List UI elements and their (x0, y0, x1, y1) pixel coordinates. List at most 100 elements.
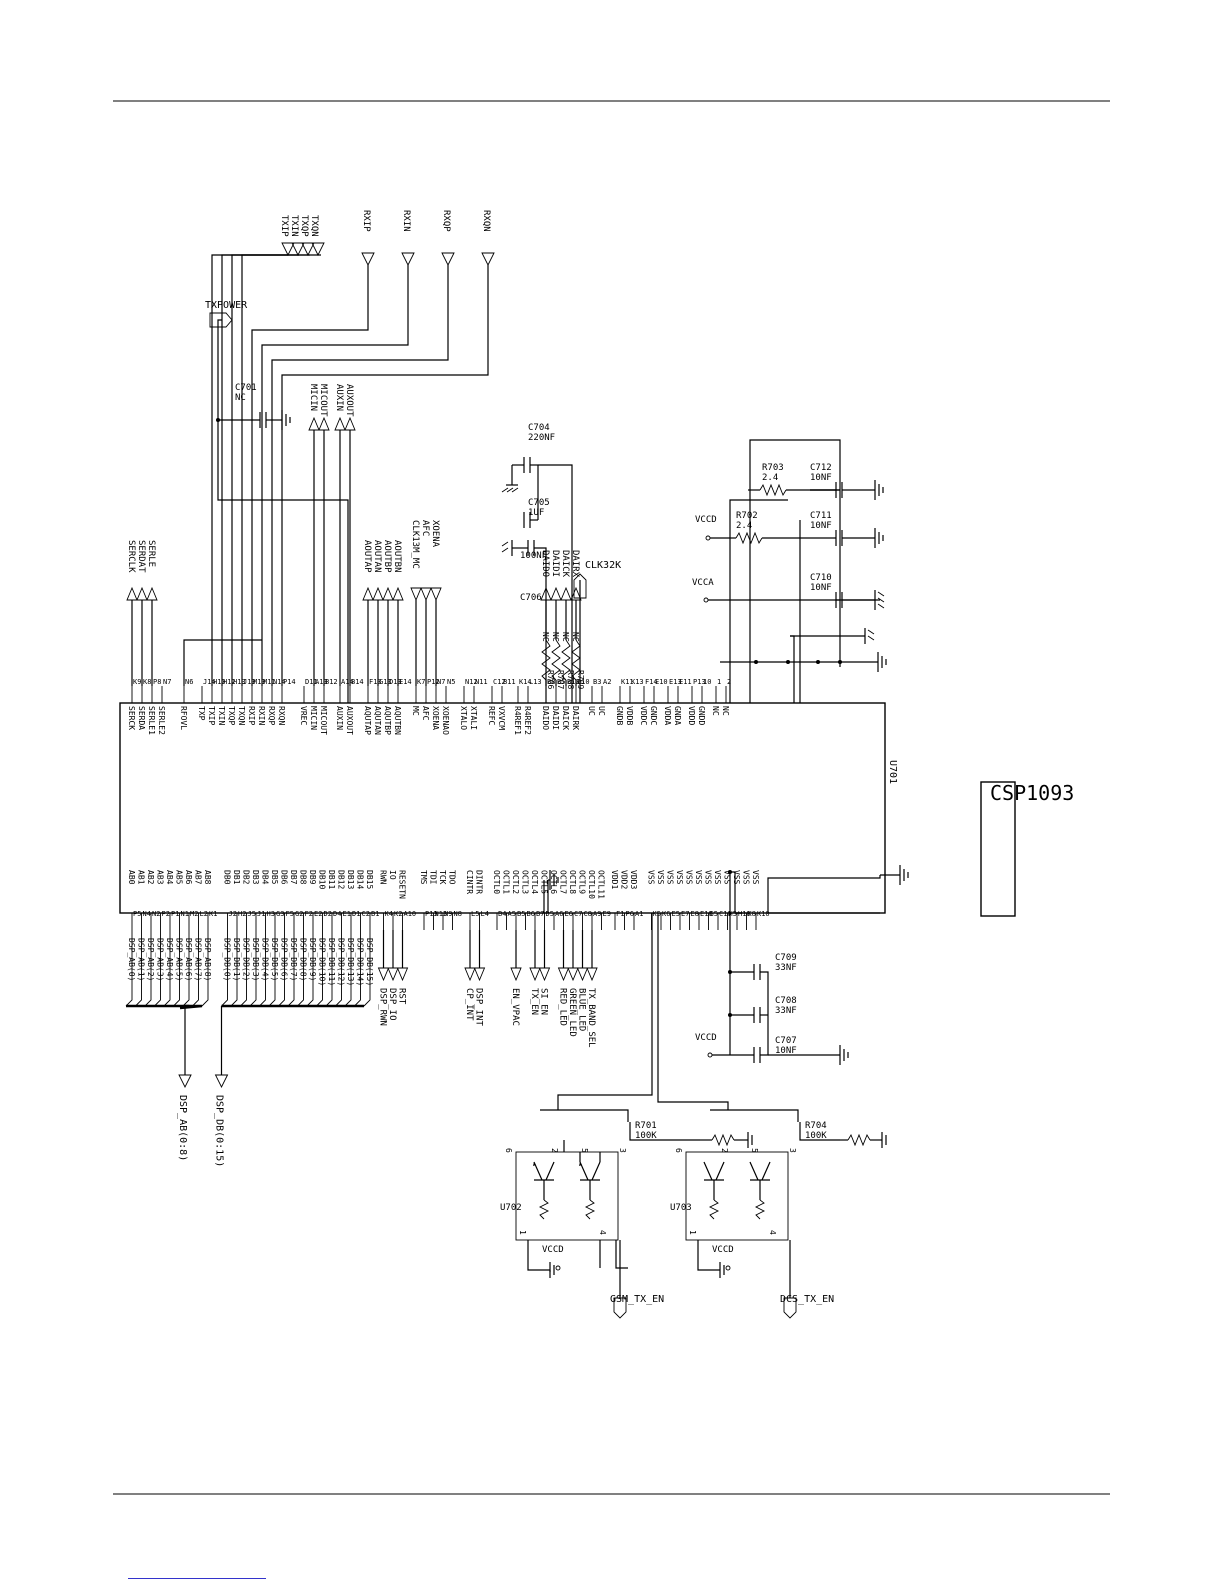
c708-value: 33NF (775, 1006, 797, 1016)
pin-name-r-io-26: IO (388, 870, 397, 880)
offpage-rxip (361, 252, 375, 267)
bus-line-label-dsp-db-11: DSP_DB(11) (327, 938, 336, 986)
power-decoupling-network: R703 2.4 R702 2.4 VCCD VCCA C712 10NF (692, 439, 887, 703)
jtag-ground (540, 870, 559, 914)
txpower-net (216, 319, 349, 703)
pin-name-serle1-2: SERLE1 (147, 706, 156, 735)
net-label-auxin: AUXIN (334, 384, 344, 411)
offpage-aoutbp (382, 586, 394, 601)
vxvcm-decoupling: C704 220NF C705 1UF (501, 423, 573, 703)
offpage-daick (560, 586, 572, 601)
pin-number-l13-32: L13 (529, 678, 542, 686)
bus-line-label-dsp-db-4: DSP_DB(4) (261, 938, 270, 981)
bus-line-label-dsp-db-0: DSP_DB(0) (223, 938, 232, 981)
r704-value: 100K (805, 1131, 827, 1141)
pin-name-r-octl8-42: OCTL8 (568, 870, 577, 894)
c706-ref: C706 (520, 593, 542, 603)
offpage-rst (396, 967, 409, 982)
pin-number-h12-7: H12 (223, 678, 236, 686)
pin-name-txqp-8: TXQP (227, 706, 236, 725)
wire-txin (221, 254, 299, 686)
offpage-auxin (334, 416, 346, 431)
pin-number-r-j5-11: J5 (248, 910, 256, 918)
u703-pin2: 2 (720, 1148, 729, 1153)
net-label-rxqp: RXQP (441, 210, 451, 232)
pin-number-b14-18: B14 (351, 678, 364, 686)
net-label-xoena: XOENA (430, 520, 440, 548)
offpage-rxqp (441, 252, 455, 267)
pin-name-rxqn-13: RXQN (277, 706, 286, 725)
offpage-serle (146, 586, 158, 601)
pin-number-f13-19: F13 (369, 678, 382, 686)
net-label-en-vpac: EN_VPAC (510, 988, 520, 1026)
vdd-decoupling: VCCD C709 33NF C708 33NF C707 10NF (695, 870, 849, 1065)
wire-dsp-ab-4 (163, 930, 171, 1007)
u702-transistor-pair: R701 100K U702 6 2 5 3 1 4 (500, 913, 753, 1319)
pin-name-txqn-9: TXQN (237, 706, 246, 725)
pin-number-c12-29: C12 (493, 678, 506, 686)
net-label-daido: DAIDO (540, 550, 550, 577)
net-label-aoutbp: AOUTBP (382, 540, 392, 573)
wire-dsp-ab-6 (182, 930, 190, 1007)
wire-dsp-ab-1 (135, 930, 142, 1007)
net-label-vccd-u703: VCCD (712, 1245, 734, 1255)
pin-name-r-ab6-6: AB6 (184, 870, 193, 885)
pin-number-k11-39: K11 (621, 678, 634, 686)
offpage-dsp-db (214, 1074, 229, 1089)
pin-number-r-e6-41: E6 (565, 910, 573, 918)
pin-name-r-octl1-35: OCTL1 (502, 870, 511, 894)
offpage-clk13m-mc (410, 587, 422, 602)
footer-link-underline[interactable] (128, 1578, 266, 1579)
pin-name-r-octl9-43: OCTL9 (578, 870, 587, 894)
pin-number-r-k1-8: K1 (209, 910, 217, 918)
pin-number-r-h3-13: H3 (267, 910, 275, 918)
pin-number-r-b1-24: B1 (371, 910, 379, 918)
pin-name-xtali-28: XTALI (469, 706, 478, 730)
wire-dsp-db-13 (344, 930, 352, 1007)
u703-pin4: 4 (768, 1230, 777, 1235)
pin-number-r-g3-14: G3 (276, 910, 284, 918)
u703-pin3: 3 (788, 1148, 797, 1153)
u702-pin3: 3 (618, 1148, 627, 1153)
pin-name-daick-35: DAICK (561, 706, 570, 730)
pin-number-e11-44: E11 (679, 678, 692, 686)
net-label-si-en: SI_EN (539, 988, 549, 1015)
wire-dsp-db-7 (287, 930, 295, 1007)
r703-ref: R703 (762, 463, 784, 473)
pin-name-r-cintr-32: CINTR (465, 870, 474, 894)
pin-number-g13-20: G13 (379, 678, 392, 686)
net-label-afc: AFC (420, 520, 430, 536)
u702-ref: U702 (500, 1203, 522, 1213)
pin-name-aqutap-19: AQUTAP (363, 706, 372, 735)
net-label-dsp-io: DSP_IO (387, 988, 397, 1021)
pin-number-10-46: 10 (703, 678, 711, 686)
pin-number-k14-31: K14 (519, 678, 532, 686)
wire-dsp-ab-7 (192, 930, 199, 1007)
net-label-daidi: DAIDI (550, 550, 560, 577)
pin-number-r-p13-28: P13 (425, 910, 438, 918)
pin-name-r-vss-57: VSS (723, 870, 732, 885)
pin-name-nc-47: NC (711, 706, 720, 716)
offpage-dsp-rwn (377, 967, 390, 982)
pin-number-f14-41: F14 (645, 678, 658, 686)
wire-dsp-ab-0 (125, 930, 133, 1007)
net-label-txin: TXIN (289, 215, 299, 237)
pin-name-r-octl11-45: OCTL11 (597, 870, 606, 899)
wire-dsp-db-15 (363, 930, 371, 1007)
pin-name-rxqp-12: RXQP (267, 706, 276, 725)
pin-number-r-a5-35: A5 (508, 910, 516, 918)
pin-number-r-e5-51: E5 (672, 910, 680, 918)
offpage-aoutap (362, 586, 374, 601)
resistor-r709 (571, 639, 581, 681)
pin-number-r-j1-12: J1 (257, 910, 265, 918)
pin-name-r-vss-58: VSS (732, 870, 741, 885)
pin-number-r-d5-39: D5 (546, 910, 554, 918)
pin-number-r-k8-59: K8 (748, 910, 756, 918)
pin-name-r-octl7-41: OCTL7 (559, 870, 568, 894)
pin-name-vrec-14: VREC (299, 706, 308, 725)
